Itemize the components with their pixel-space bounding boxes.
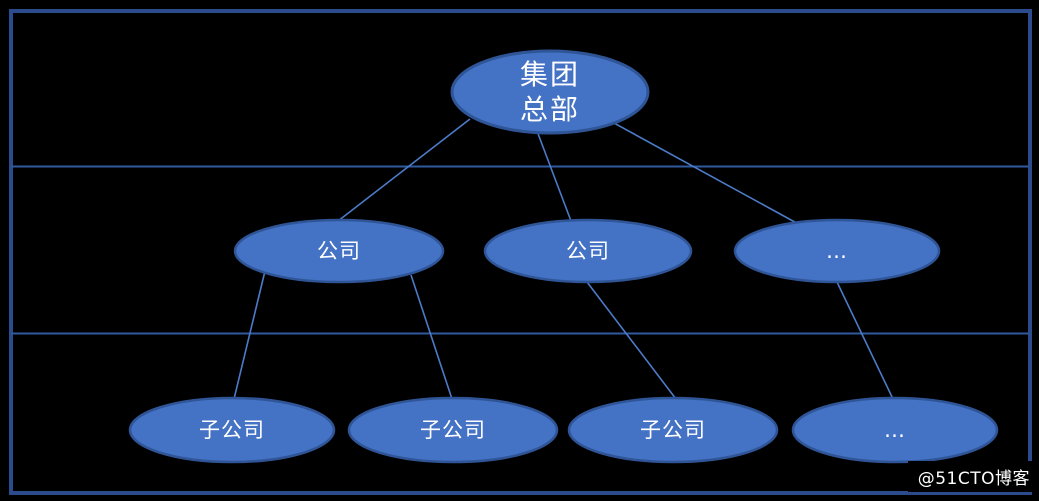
node-ellipses — [128, 49, 999, 464]
watermark-51cto: @51CTO博客 — [907, 461, 1034, 492]
node-ellipse-company-1 — [233, 218, 445, 284]
edge-company-1-subsidiary-2 — [410, 274, 453, 400]
edge-root-company-2 — [536, 130, 572, 222]
node-ellipse-company-more — [733, 218, 941, 284]
edge-root-company-1 — [337, 118, 471, 222]
connector-lines — [233, 116, 894, 400]
node-ellipse-group-hq — [450, 49, 650, 135]
edge-company-1-subsidiary-1 — [233, 270, 266, 400]
edge-root-company-more — [602, 116, 803, 227]
edge-company-more-subsidiary-more — [836, 281, 894, 400]
node-ellipse-subsidiary-3 — [567, 396, 779, 464]
node-ellipse-subsidiary-2 — [347, 396, 559, 464]
node-ellipse-company-2 — [483, 218, 693, 284]
node-ellipse-subsidiary-1 — [128, 396, 336, 464]
frame-border — [9, 9, 1032, 495]
node-ellipse-subsidiary-more — [791, 396, 999, 464]
edge-company-2-subsidiary-3 — [586, 281, 677, 400]
